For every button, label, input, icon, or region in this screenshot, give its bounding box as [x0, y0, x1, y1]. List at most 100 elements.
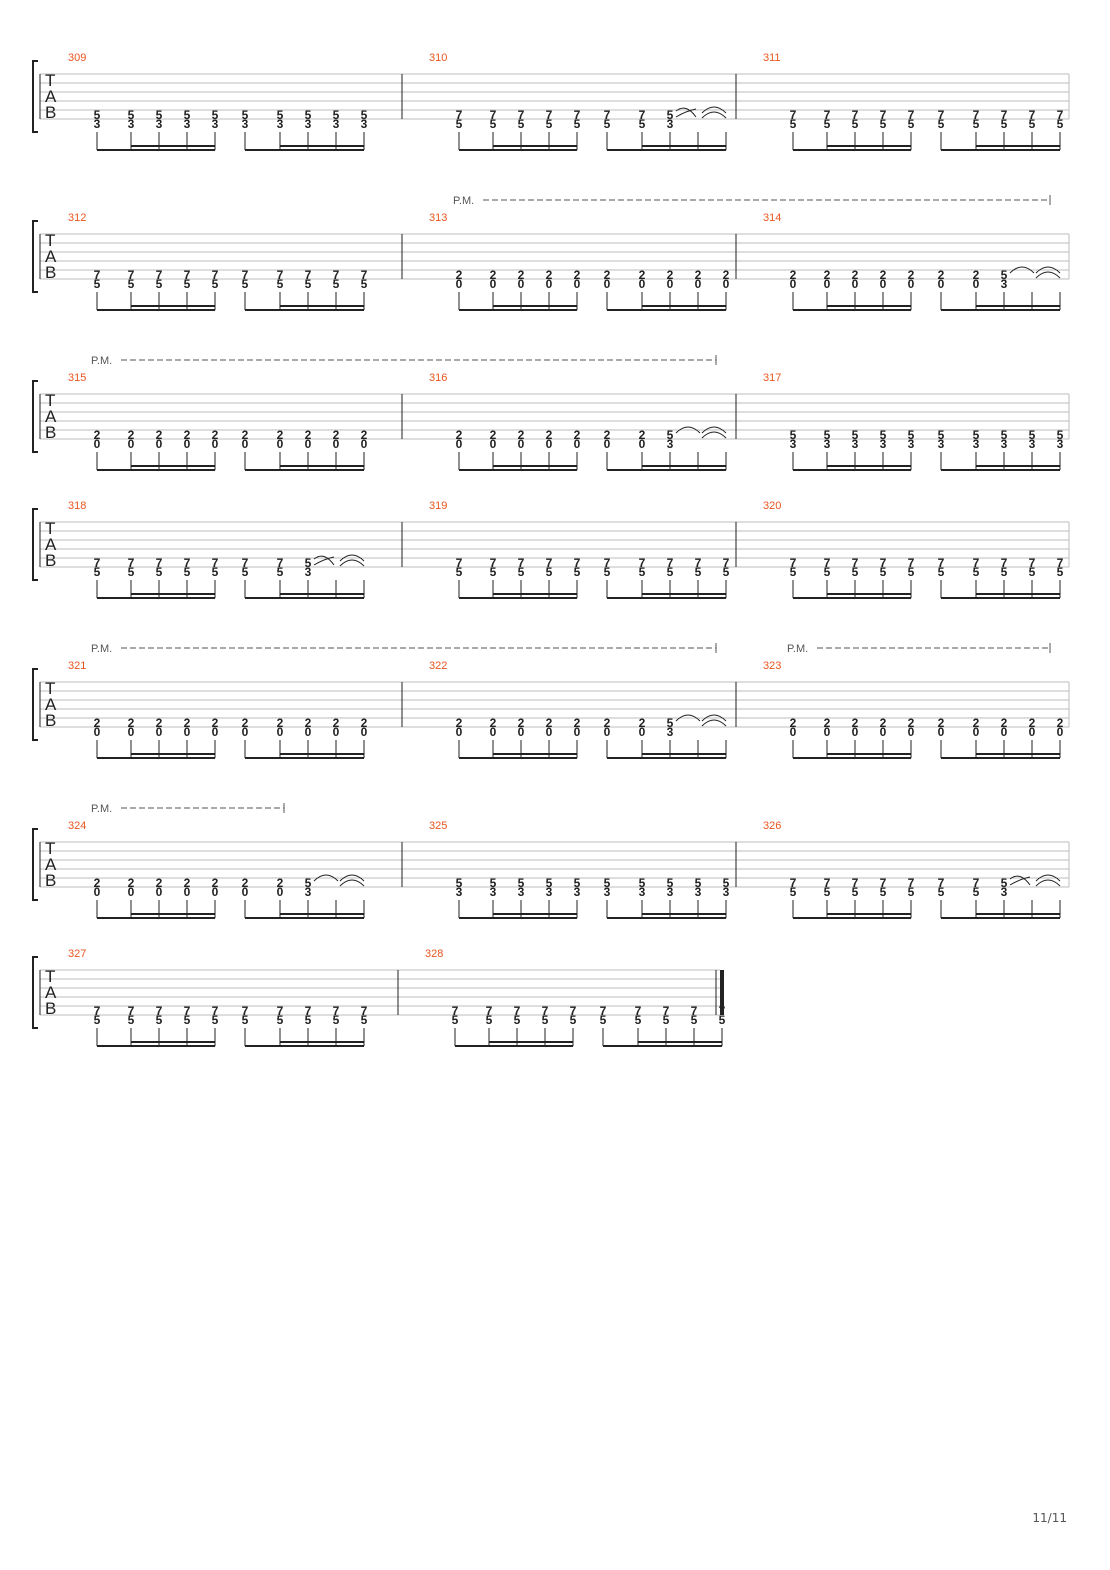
- fret-number: 5: [574, 565, 581, 579]
- slur: [313, 874, 339, 882]
- tab-clef-letter: A: [45, 695, 57, 714]
- fret-number: 0: [938, 277, 945, 291]
- fret-number: 5: [128, 108, 135, 122]
- fret-number: 7: [277, 1004, 284, 1018]
- fret-number: 2: [94, 428, 101, 442]
- slur: [339, 879, 365, 887]
- fret-number: 7: [128, 268, 135, 282]
- fret-number: 5: [574, 876, 581, 890]
- fret-number: 0: [156, 885, 163, 899]
- fret-number: 5: [574, 117, 581, 131]
- fret-number: 5: [667, 716, 674, 730]
- fret-number: 2: [277, 428, 284, 442]
- slur: [701, 431, 727, 439]
- palm-mute-label: P.M.: [91, 355, 112, 367]
- fret-number: 5: [546, 117, 553, 131]
- fret-number: 2: [824, 268, 831, 282]
- fret-number: 5: [546, 876, 553, 890]
- fret-number: 3: [305, 117, 312, 131]
- fret-number: 0: [184, 885, 191, 899]
- tab-clef-letter: T: [45, 231, 55, 250]
- measure-number: 313: [429, 212, 447, 224]
- measure-number: 315: [68, 372, 86, 384]
- fret-number: 5: [184, 108, 191, 122]
- fret-number: 3: [156, 117, 163, 131]
- tab-clef-letter: B: [45, 999, 56, 1018]
- fret-number: 0: [456, 277, 463, 291]
- fret-number: 5: [719, 1013, 726, 1027]
- fret-number: 5: [361, 108, 368, 122]
- fret-number: 2: [361, 716, 368, 730]
- fret-number: 5: [639, 876, 646, 890]
- fret-number: 5: [94, 108, 101, 122]
- fret-number: 5: [973, 565, 980, 579]
- fret-number: 0: [156, 725, 163, 739]
- tab-clef-letter: T: [45, 679, 55, 698]
- fret-number: 0: [94, 725, 101, 739]
- fret-number: 0: [824, 725, 831, 739]
- fret-number: 2: [490, 428, 497, 442]
- fret-number: 7: [184, 556, 191, 570]
- fret-number: 3: [695, 885, 702, 899]
- fret-number: 0: [667, 277, 674, 291]
- fret-number: 5: [277, 277, 284, 291]
- fret-number: 7: [212, 268, 219, 282]
- slur: [1009, 876, 1031, 886]
- fret-number: 7: [973, 556, 980, 570]
- fret-number: 2: [156, 876, 163, 890]
- fret-number: 2: [546, 716, 553, 730]
- measure-number: 310: [429, 52, 447, 64]
- fret-number: 2: [639, 428, 646, 442]
- tab-clef-letter: A: [45, 247, 57, 266]
- fret-number: 7: [242, 1004, 249, 1018]
- fret-number: 0: [723, 277, 730, 291]
- tab-system: TAB3242020202020202053325535353535353535…: [32, 803, 1070, 919]
- slur: [675, 108, 697, 118]
- fret-number: 0: [277, 437, 284, 451]
- fret-number: 5: [604, 876, 611, 890]
- fret-number: 3: [852, 437, 859, 451]
- fret-number: 7: [514, 1004, 521, 1018]
- system-bracket: [32, 956, 38, 1029]
- fret-number: 7: [128, 1004, 135, 1018]
- fret-number: 3: [574, 885, 581, 899]
- fret-number: 5: [305, 876, 312, 890]
- fret-number: 0: [852, 277, 859, 291]
- fret-number: 5: [277, 1013, 284, 1027]
- fret-number: 5: [790, 885, 797, 899]
- fret-number: 2: [908, 716, 915, 730]
- fret-number: 5: [667, 876, 674, 890]
- slur: [701, 426, 727, 434]
- fret-number: 7: [94, 268, 101, 282]
- fret-number: 0: [242, 725, 249, 739]
- fret-number: 0: [824, 277, 831, 291]
- fret-number: 3: [908, 437, 915, 451]
- fret-number: 0: [518, 437, 525, 451]
- fret-number: 2: [305, 428, 312, 442]
- fret-number: 5: [570, 1013, 577, 1027]
- fret-number: 5: [277, 108, 284, 122]
- fret-number: 7: [723, 556, 730, 570]
- fret-number: 7: [604, 556, 611, 570]
- measure-number: 309: [68, 52, 86, 64]
- fret-number: 0: [546, 277, 553, 291]
- fret-number: 5: [908, 565, 915, 579]
- fret-number: 7: [691, 1004, 698, 1018]
- fret-number: 2: [242, 428, 249, 442]
- fret-number: 0: [908, 277, 915, 291]
- fret-number: 2: [212, 428, 219, 442]
- fret-number: 3: [128, 117, 135, 131]
- fret-number: 7: [824, 876, 831, 890]
- fret-number: 5: [639, 117, 646, 131]
- fret-number: 5: [824, 885, 831, 899]
- fret-number: 7: [486, 1004, 493, 1018]
- fret-number: 5: [184, 1013, 191, 1027]
- fret-number: 5: [790, 565, 797, 579]
- fret-number: 5: [973, 885, 980, 899]
- fret-number: 2: [156, 716, 163, 730]
- fret-number: 0: [908, 725, 915, 739]
- fret-number: 0: [361, 437, 368, 451]
- fret-number: 0: [852, 725, 859, 739]
- measure-number: 317: [763, 372, 781, 384]
